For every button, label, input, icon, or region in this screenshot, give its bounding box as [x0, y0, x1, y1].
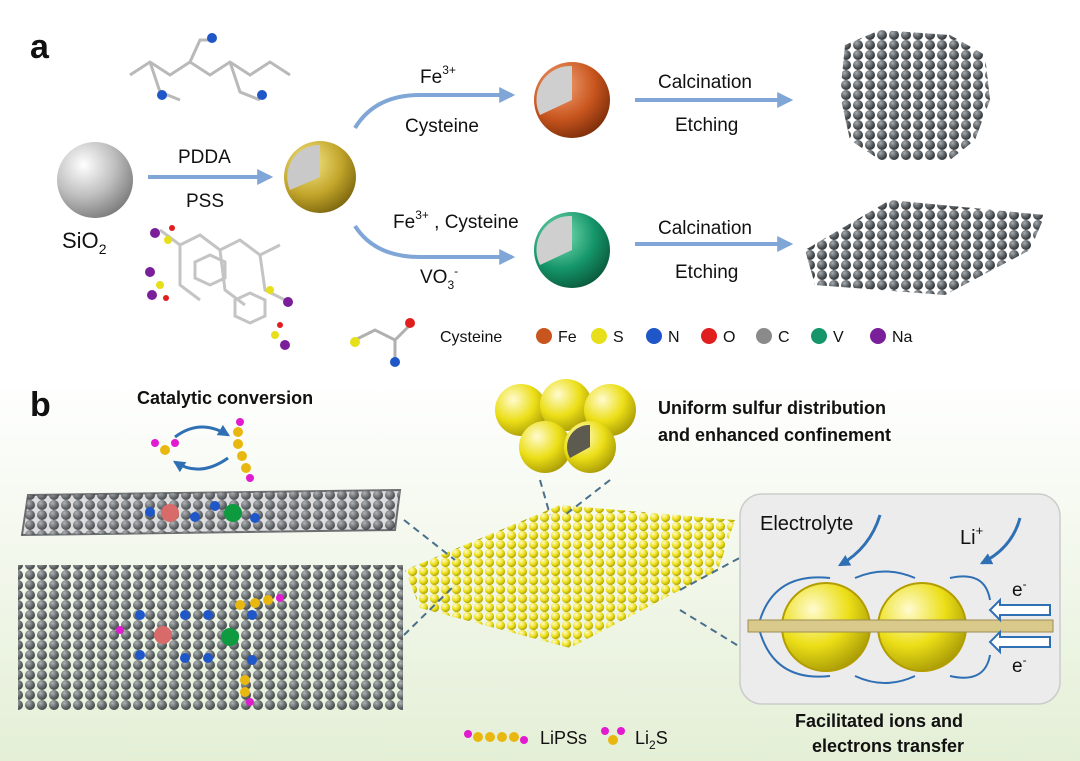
- conductive-substrate-bar: [747, 619, 1054, 633]
- electron-label-top: e-: [1012, 577, 1027, 601]
- zoom-connector-lines: [403, 479, 746, 651]
- electrolyte-flow-arrow-left: [837, 514, 882, 567]
- legend-swatch-na: [870, 328, 886, 344]
- electron-arrow-bottom: [988, 629, 1051, 655]
- lipss-legend-icon: [464, 730, 528, 744]
- vo3-label: VO3-: [420, 264, 458, 292]
- cysteine-molecule-icon: [350, 318, 415, 367]
- catalyst-sheet-top-view: [18, 565, 403, 710]
- panel-b-label: b: [30, 386, 51, 424]
- pss-molecule: [159, 228, 286, 325]
- li-ion-label: Li+: [960, 523, 983, 549]
- legend-label-c: C: [778, 329, 790, 346]
- legend-cysteine-label: Cysteine: [440, 329, 502, 346]
- electron-label-bottom: e-: [1012, 653, 1027, 677]
- electrolyte-flow-arrow-right: [979, 517, 1022, 565]
- lipss-legend-label: LiPSs: [540, 728, 587, 748]
- li2s-legend-icon: [601, 727, 625, 745]
- facilitated-transfer-line2: electrons transfer: [812, 736, 964, 756]
- catalytic-conversion-title: Catalytic conversion: [137, 388, 313, 408]
- upper-etching-label: Etching: [675, 115, 738, 136]
- legend-swatch-s: [591, 328, 607, 344]
- legend-label-v: V: [833, 329, 844, 346]
- catalytic-arrow-top: [174, 424, 231, 439]
- li2s-molecule-catalytic: [151, 439, 179, 455]
- sulfur-loaded-sheet: [405, 505, 735, 648]
- coated-sphere-cutaway: [287, 144, 320, 190]
- lower-calcination-label: Calcination: [658, 218, 752, 239]
- legend-swatch-c: [756, 328, 772, 344]
- pss-sulfonate-atoms: [145, 225, 293, 350]
- upper-branch-arrow: [353, 87, 516, 130]
- legend-swatch-o: [701, 328, 717, 344]
- silica-label: SiO2: [62, 228, 107, 257]
- uniform-distribution-line1: Uniform sulfur distribution: [658, 398, 886, 418]
- sulfur-sphere-cluster: [495, 379, 636, 473]
- legend-label-fe: Fe: [558, 329, 577, 346]
- lower-etching-label: Etching: [675, 262, 738, 283]
- cysteine-label-upper: Cysteine: [405, 116, 479, 137]
- legend-swatch-v: [811, 328, 827, 344]
- lower-branch-arrow: [353, 224, 516, 265]
- electrolyte-label: Electrolyte: [760, 513, 853, 535]
- fe3-label-upper: Fe3+: [420, 63, 456, 88]
- iron-sphere-cutaway: [536, 65, 572, 115]
- catalyst-sheet-side-view: [20, 488, 402, 537]
- uniform-distribution-line2: and enhanced confinement: [658, 425, 891, 445]
- atom-legend: Fe S N O C V Na: [536, 328, 913, 346]
- legend-swatch-n: [646, 328, 662, 344]
- legend-label-s: S: [613, 329, 624, 346]
- pdda-nitrogen-atoms: [157, 33, 267, 100]
- iron-product-cluster: [840, 30, 990, 160]
- pss-label: PSS: [186, 191, 224, 212]
- facilitated-transfer-line1: Facilitated ions and: [795, 711, 963, 731]
- lipss-molecule-catalytic: [233, 418, 254, 482]
- vanadium-sphere-cutaway: [536, 215, 572, 265]
- legend-label-na: Na: [892, 329, 913, 346]
- upper-calcination-label: Calcination: [658, 72, 752, 93]
- electron-arrow-top: [988, 597, 1051, 623]
- fe3-cysteine-label-lower: Fe3+ , Cysteine: [393, 208, 519, 233]
- legend-swatch-fe: [536, 328, 552, 344]
- legend-label-o: O: [723, 329, 735, 346]
- legend-label-n: N: [668, 329, 680, 346]
- silica-sphere: [57, 142, 133, 218]
- li2s-legend-label: Li2S: [635, 728, 668, 752]
- ion-flow-loops: [759, 570, 991, 684]
- catalytic-arrow-bottom: [172, 456, 229, 473]
- panel-a-label: a: [30, 28, 50, 66]
- vanadium-product-sheet: [805, 200, 1045, 295]
- pdda-label: PDDA: [178, 147, 231, 168]
